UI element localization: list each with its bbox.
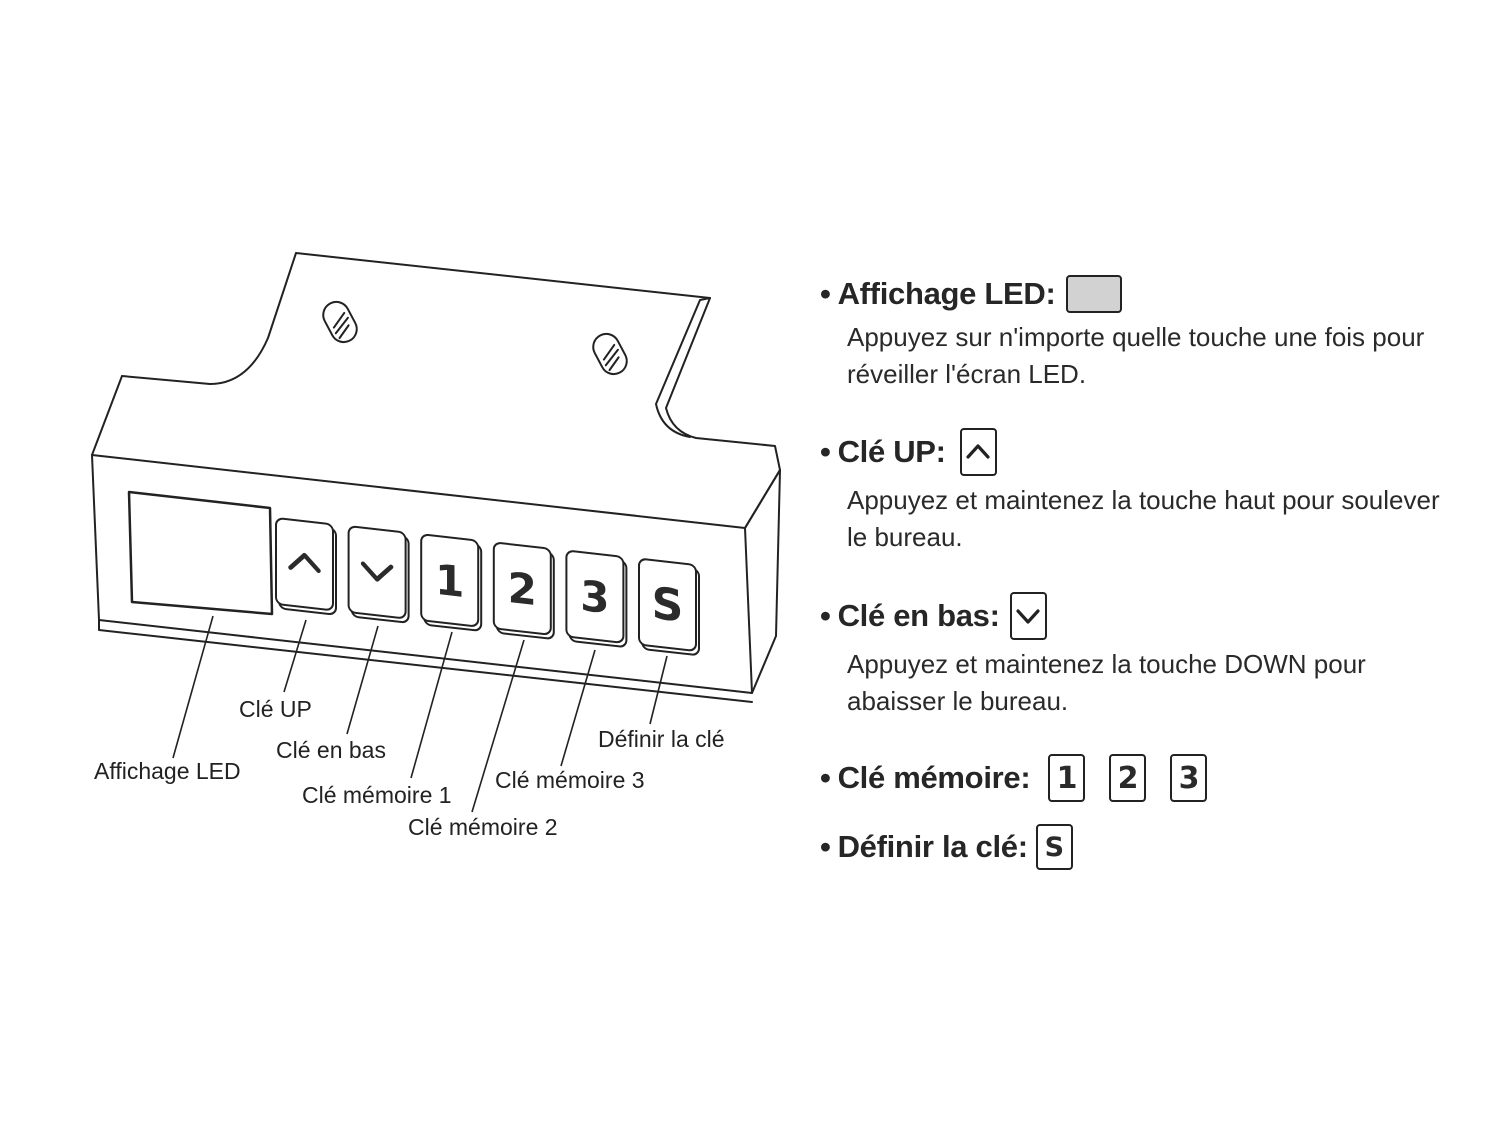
legend-led-description: Appuyez sur n'importe quelle touche une … [847, 322, 1425, 389]
callout-set: Définir la clé [598, 726, 725, 752]
callout-mem1: Clé mémoire 1 [302, 782, 452, 808]
legend-led-title: Affichage LED: [837, 276, 1056, 311]
callout-mem3: Clé mémoire 3 [495, 767, 645, 793]
bullet: • [820, 598, 831, 633]
led-window [127, 490, 274, 616]
up-key[interactable] [275, 517, 337, 615]
up-key-icon [959, 428, 997, 476]
legend-set-title: Définir la clé: [837, 829, 1028, 864]
bullet: • [820, 829, 831, 864]
legend-up: • Clé UP: Appuyez et maintenez la touche… [820, 428, 1460, 556]
memory-key-2[interactable]: 2 [492, 542, 555, 640]
housing-top [91, 375, 781, 529]
leader-led [172, 615, 214, 759]
callout-down: Clé en bas [276, 737, 386, 763]
leader-up [283, 619, 307, 693]
chevron-down-icon [360, 561, 394, 582]
chevron-up-icon [288, 552, 321, 574]
set-key-icon: S [1035, 824, 1073, 870]
leader-down [346, 625, 379, 735]
legend-up-description: Appuyez et maintenez la touche haut pour… [847, 485, 1440, 552]
set-key-label: S [652, 578, 684, 632]
down-key-face [347, 525, 407, 619]
legend-memory-title-row: • Clé mémoire: 1 2 3 [820, 754, 1460, 802]
bullet: • [820, 276, 831, 311]
legend-up-title: Clé UP: [837, 434, 946, 469]
leader-mem2 [471, 639, 525, 813]
memory-key-3-face [565, 550, 625, 644]
legend-led: • Affichage LED: Appuyez sur n'importe q… [820, 275, 1460, 393]
memory-key-1[interactable]: 1 [420, 533, 483, 632]
down-key-icon [1009, 592, 1047, 640]
memory-key-2-face [492, 542, 552, 636]
memory-key-3[interactable]: 3 [565, 550, 628, 648]
legend-set-title-row: • Définir la clé: S [820, 824, 1460, 870]
callout-up: Clé UP [239, 696, 312, 722]
led-display-icon [1065, 275, 1122, 313]
legend-up-title-row: • Clé UP: [820, 428, 1460, 476]
housing-lip [98, 619, 753, 703]
memory-key-2-icon: 2 [1109, 754, 1147, 802]
bullet: • [820, 760, 831, 795]
leader-set [649, 655, 668, 725]
set-key-face [638, 558, 697, 652]
callout-mem2: Clé mémoire 2 [408, 814, 558, 840]
bullet: • [820, 434, 831, 469]
housing-side [744, 469, 781, 694]
memory-key-1-face [420, 533, 480, 627]
legend-down: • Clé en bas: Appuyez et maintenez la to… [820, 592, 1460, 720]
mounting-slot-right [592, 332, 628, 376]
housing-front [91, 454, 753, 694]
legend-set: • Définir la clé: S [820, 824, 1460, 870]
legend-led-title-row: • Affichage LED: [820, 275, 1460, 313]
leader-mem1 [410, 631, 453, 779]
down-key[interactable] [347, 525, 410, 624]
legend-down-title: Clé en bas: [837, 598, 1000, 633]
memory-key-3-icon: 3 [1170, 754, 1208, 802]
legend-down-description: Appuyez et maintenez la touche DOWN pour… [847, 649, 1366, 716]
up-key-face [275, 517, 334, 611]
bracket-thickness [655, 297, 711, 438]
leader-mem3 [560, 649, 596, 767]
callout-led: Affichage LED [94, 758, 241, 784]
mounting-slot-left [322, 300, 358, 344]
legend-memory-title: Clé mémoire: [837, 760, 1031, 795]
legend-memory: • Clé mémoire: 1 2 3 [820, 754, 1460, 802]
legend-down-title-row: • Clé en bas: [820, 592, 1460, 640]
memory-key-2-label: 2 [508, 563, 537, 615]
memory-key-1-icon: 1 [1048, 754, 1086, 802]
memory-key-1-label: 1 [435, 555, 464, 607]
legend: • Affichage LED: Appuyez sur n'importe q… [820, 275, 1460, 870]
memory-key-3-label: 3 [580, 571, 609, 623]
mounting-bracket [121, 252, 781, 471]
set-key[interactable]: S [638, 558, 700, 656]
